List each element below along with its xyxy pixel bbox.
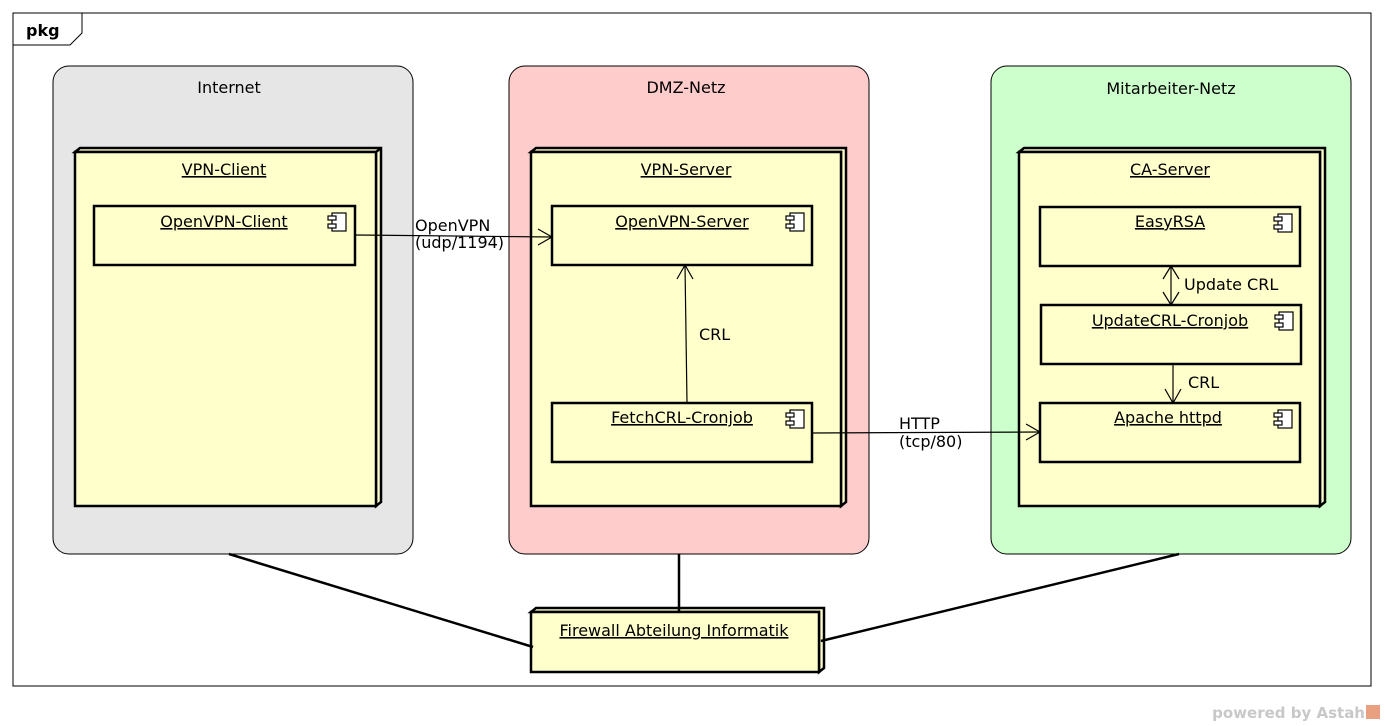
node-vpn-client[interactable]: VPN-Client: [71, 146, 383, 509]
node-firewall[interactable]: Firewall Abteilung Informatik: [527, 606, 826, 675]
zone-title-dmz: DMZ-Netz: [646, 78, 725, 97]
association-internet-firewall[interactable]: [228, 552, 534, 649]
component-fetchcrl-cronjob[interactable]: FetchCRL-Cronjob: [550, 401, 814, 464]
node-label-ca-server: CA-Server: [1130, 160, 1210, 179]
arrowhead-icon: [676, 263, 694, 280]
node-label-vpn-client: VPN-Client: [182, 160, 267, 179]
zone-title-internet: Internet: [197, 78, 261, 97]
node-label-vpn-server: VPN-Server: [641, 160, 732, 179]
package-frame: pkg: [12, 12, 1372, 687]
component-label-updatecrl-cronjob: UpdateCRL-Cronjob: [1092, 311, 1248, 330]
connector-http[interactable]: HTTP (tcp/80): [811, 414, 1042, 451]
connector-label-http-2: (tcp/80): [899, 432, 962, 451]
watermark-text: powered by Astah: [1212, 704, 1365, 722]
connector-label-openvpn-2: (udp/1194): [415, 233, 504, 252]
component-label-openvpn-server: OpenVPN-Server: [615, 212, 749, 231]
component-updatecrl-cronjob[interactable]: UpdateCRL-Cronjob: [1039, 303, 1303, 366]
component-apache-httpd[interactable]: Apache httpd: [1038, 401, 1302, 464]
association-mitarbeiter-firewall[interactable]: [820, 552, 1180, 643]
connector-label-update-crl: Update CRL: [1184, 275, 1278, 294]
node-label-firewall: Firewall Abteilung Informatik: [559, 621, 789, 640]
connector-openvpn[interactable]: OpenVPN (udp/1194): [354, 216, 554, 252]
arrowhead-icon: [537, 228, 554, 246]
arrowhead-icon: [1025, 423, 1042, 441]
arrowhead-icon: [1164, 388, 1182, 405]
component-easyrsa[interactable]: EasyRSA: [1038, 205, 1302, 268]
connector-crl-ca[interactable]: CRL: [1164, 364, 1219, 405]
component-label-openvpn-client: OpenVPN-Client: [160, 212, 287, 231]
connector-crl-dmz[interactable]: CRL: [676, 263, 730, 404]
connector-label-crl-dmz: CRL: [699, 325, 730, 344]
zone-title-mitarbeiter: Mitarbeiter-Netz: [1106, 79, 1235, 98]
astah-logo-icon: [1366, 705, 1380, 719]
arrowhead-icon: [1162, 264, 1180, 280]
connector-label-crl-ca: CRL: [1188, 373, 1219, 392]
component-label-fetchcrl-cronjob: FetchCRL-Cronjob: [611, 408, 753, 427]
component-openvpn-server[interactable]: OpenVPN-Server: [550, 204, 814, 267]
astah-watermark: powered by Astah: [1212, 704, 1380, 722]
connector-label-openvpn-1: OpenVPN: [415, 216, 490, 235]
connector-label-http-1: HTTP: [899, 414, 940, 433]
component-label-easyrsa: EasyRSA: [1135, 212, 1205, 231]
frame-label: pkg: [26, 21, 60, 40]
connector-update-crl[interactable]: Update CRL: [1162, 264, 1278, 307]
component-openvpn-client[interactable]: OpenVPN-Client: [92, 204, 357, 267]
component-label-apache-httpd: Apache httpd: [1114, 408, 1222, 427]
arrowhead-icon: [1162, 291, 1180, 307]
